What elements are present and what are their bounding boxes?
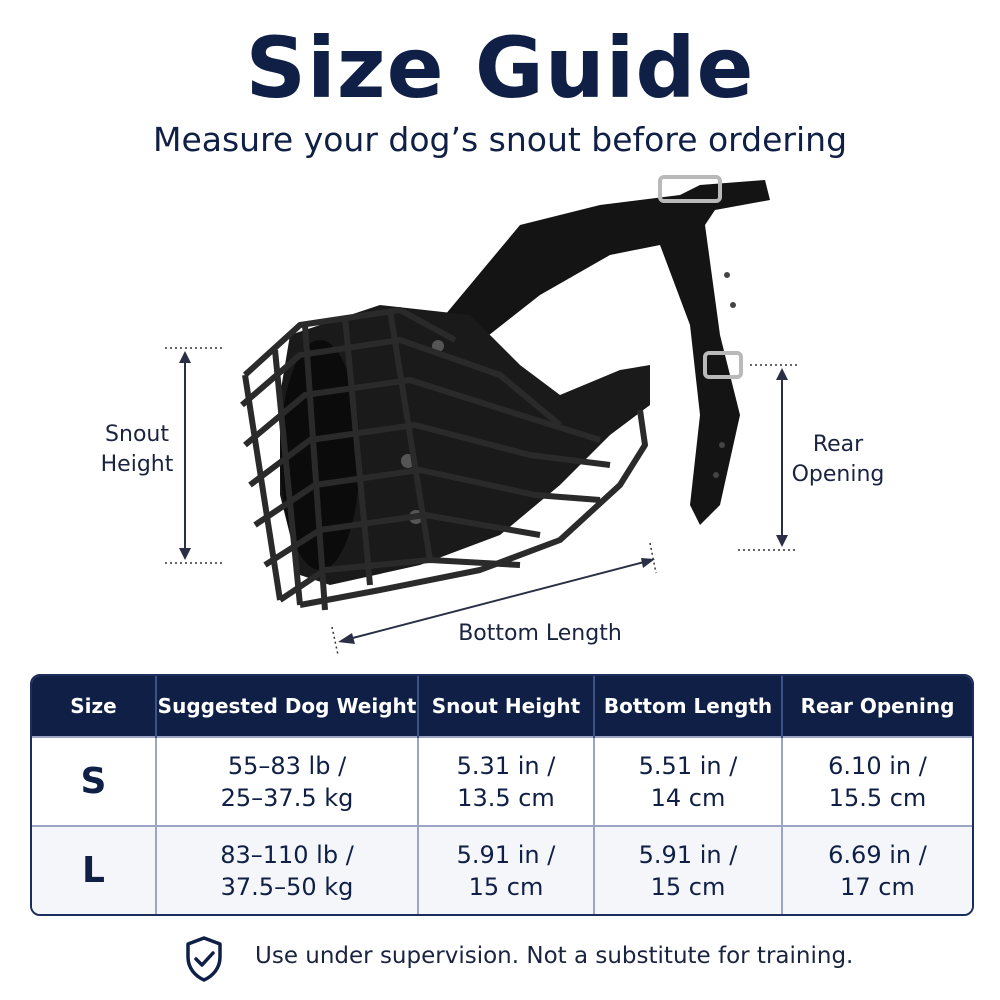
weight-value: 55–83 lb /25–37.5 kg — [156, 735, 419, 827]
snout-height-value: 5.31 in /13.5 cm — [418, 735, 595, 827]
dimension-bottom-length — [331, 542, 657, 656]
header-snout-height: Snout Height — [418, 676, 595, 737]
bottom-length-label: Bottom Length — [458, 621, 622, 646]
muzzle-straps — [445, 175, 770, 525]
rear-opening-label: Rear Opening — [791, 432, 885, 487]
footer-note: Use under supervision. Not a substitute … — [0, 935, 1000, 985]
header-weight: Suggested Dog Weight — [156, 676, 419, 737]
dimension-rear-opening — [738, 364, 800, 551]
rear-opening-value: 6.10 in /15.5 cm — [782, 735, 972, 827]
bottom-length-value: 5.51 in /14 cm — [594, 735, 783, 827]
size-table: Size Suggested Dog Weight Snout Height B… — [30, 674, 974, 916]
dimension-snout-height — [165, 347, 225, 564]
table-row: S 55–83 lb /25–37.5 kg 5.31 in /13.5 cm … — [32, 735, 972, 827]
wire-cage — [240, 307, 648, 611]
rear-opening-value: 6.69 in /17 cm — [782, 825, 972, 914]
muzzle-illustration — [165, 175, 800, 656]
snout-height-value: 5.91 in /15 cm — [418, 825, 595, 914]
bottom-length-value: 5.91 in /15 cm — [594, 825, 783, 914]
table-header-row: Size Suggested Dog Weight Snout Height B… — [32, 676, 972, 737]
size-value: L — [32, 825, 157, 914]
header-rear-opening: Rear Opening — [782, 676, 972, 737]
shield-check-icon — [186, 936, 222, 982]
page-subtitle: Measure your dog’s snout before ordering — [152, 120, 848, 159]
header-size: Size — [32, 676, 157, 737]
snout-height-label: Snout Height — [100, 422, 174, 477]
weight-value: 83–110 lb /37.5–50 kg — [156, 825, 419, 914]
supervision-note: Use under supervision. Not a substitute … — [255, 943, 854, 969]
header-bottom-length: Bottom Length — [594, 676, 783, 737]
page-title: Size Guide — [245, 19, 755, 117]
table-row: L 83–110 lb /37.5–50 kg 5.91 in /15 cm 5… — [32, 825, 972, 914]
size-value: S — [32, 735, 157, 827]
